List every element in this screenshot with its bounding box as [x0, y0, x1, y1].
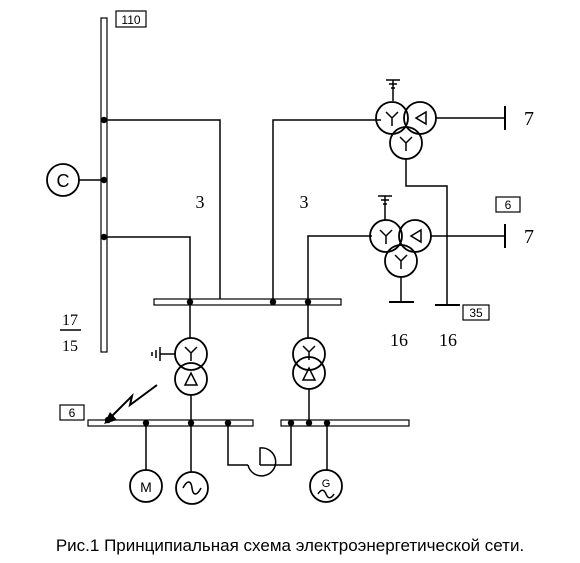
load-16-right: 16 [439, 330, 457, 350]
transformer-left-icon [151, 302, 208, 422]
bus-mid [153, 298, 342, 306]
bus-110 [100, 17, 108, 353]
bus-low-right [280, 419, 410, 427]
sync-machine-icon [175, 423, 209, 505]
line-3-right [272, 119, 381, 302]
svg-text:6: 6 [505, 198, 512, 212]
label-110: 110 [115, 10, 147, 28]
label-3-right: 3 [300, 192, 309, 212]
figure-caption: Рис.1 Принципиальная схема электроэнерге… [55, 536, 525, 555]
transformer-right-icon [292, 302, 326, 422]
svg-text:6: 6 [69, 406, 76, 420]
label-6-right: 6 [495, 196, 521, 213]
reactor-icon [227, 423, 292, 477]
generator-icon: G [309, 423, 343, 503]
svg-text:35: 35 [469, 306, 483, 320]
label-3-left: 3 [196, 192, 205, 212]
fault-arrow-icon [104, 384, 158, 424]
motor-icon: M [129, 423, 163, 503]
label-6-left: 6 [59, 404, 85, 421]
transformer-top-icon [375, 79, 506, 306]
line-3-left [100, 116, 221, 302]
load-16-left: 16 [390, 330, 408, 350]
fraction-label: 17 15 [60, 312, 81, 355]
svg-text:C: C [57, 171, 70, 191]
load-7-mid: 7 [524, 226, 534, 248]
label-35: 35 [462, 304, 490, 321]
transformer-mid-icon [369, 195, 506, 303]
svg-text:M: M [140, 479, 152, 495]
svg-text:15: 15 [62, 338, 78, 355]
svg-text:G: G [322, 478, 331, 490]
system-source-icon: C [46, 163, 108, 197]
load-7-top: 7 [524, 108, 534, 130]
svg-text:17: 17 [62, 312, 78, 329]
svg-text:110: 110 [121, 13, 140, 27]
